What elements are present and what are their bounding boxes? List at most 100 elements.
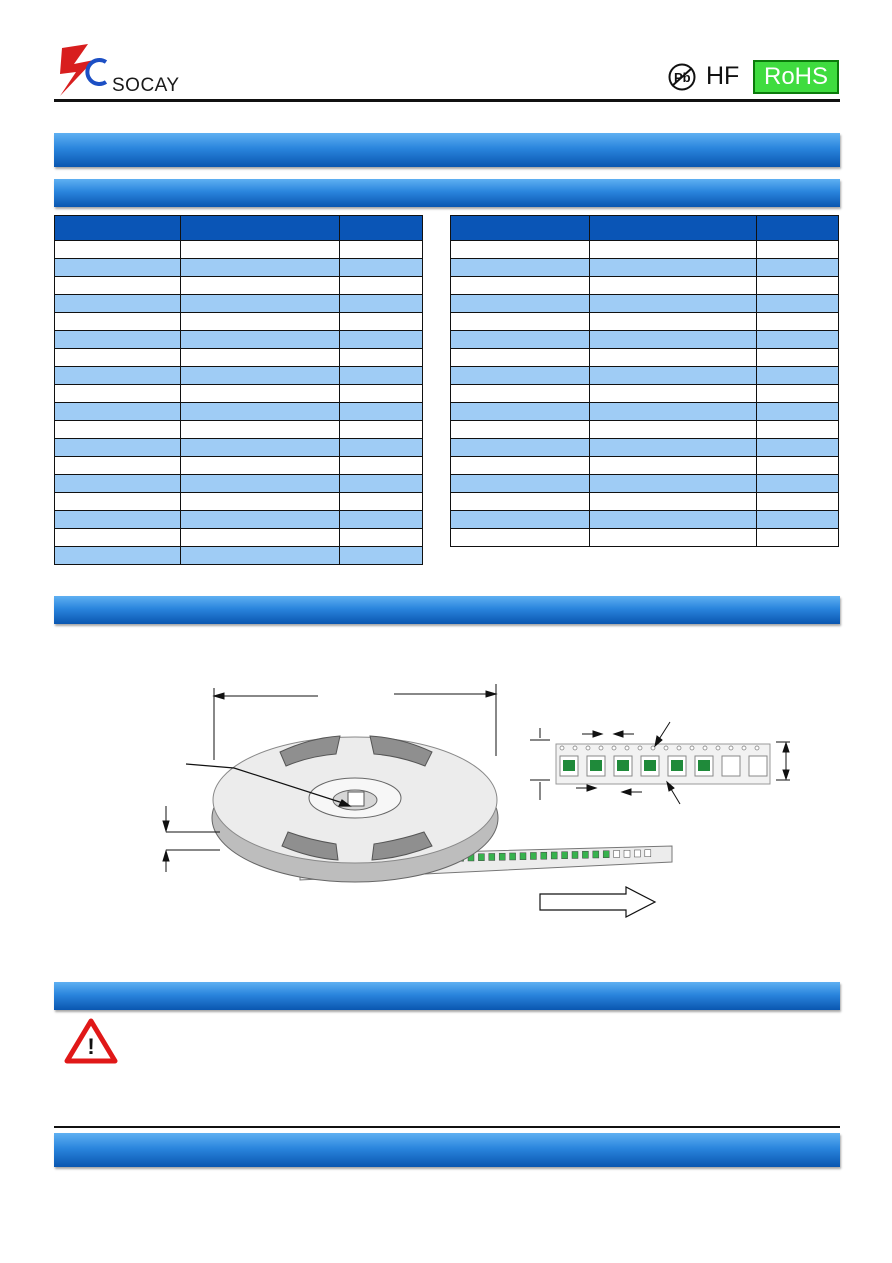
sprocket-hole [611, 745, 617, 751]
table-row [450, 258, 839, 277]
table-cell [450, 528, 590, 547]
table-cell [54, 402, 181, 421]
tape-pocket [644, 849, 652, 857]
table-cell [450, 492, 590, 511]
table-cell [589, 294, 757, 313]
table-row [54, 456, 423, 475]
title-bar [54, 133, 840, 167]
table-cell [450, 240, 590, 259]
table-cell [589, 456, 757, 475]
table-row [450, 276, 839, 295]
table-cell [54, 528, 181, 547]
sprocket-hole [715, 745, 721, 751]
table-cell [756, 384, 839, 403]
table-row [450, 366, 839, 385]
table-cell [339, 312, 423, 331]
table-cell [180, 240, 340, 259]
reel [211, 735, 499, 883]
table-row [450, 240, 839, 259]
table-section-bar [54, 179, 840, 207]
component-chip [698, 760, 710, 771]
table-cell [589, 312, 757, 331]
sprocket-hole [676, 745, 682, 751]
carrier-pocket [721, 755, 741, 777]
feed-direction-arrow [539, 886, 657, 918]
table-row [54, 384, 423, 403]
table-cell [589, 258, 757, 277]
table-cell [180, 420, 340, 439]
table-cell [180, 438, 340, 457]
warning-icon: ! [64, 1018, 118, 1064]
table-cell [180, 312, 340, 331]
tape-pocket [530, 852, 537, 860]
table-row [450, 456, 839, 475]
svg-text:!: ! [87, 1034, 94, 1059]
table-cell [589, 474, 757, 493]
table-row [54, 474, 423, 493]
left-table-header-cell [54, 215, 181, 241]
table-cell [339, 510, 423, 529]
tape-pocket [550, 851, 558, 860]
table-cell [756, 402, 839, 421]
table-cell [589, 528, 757, 547]
table-cell [180, 366, 340, 385]
table-cell [450, 294, 590, 313]
tape-pocket [623, 849, 631, 858]
footer-bar [54, 1133, 840, 1167]
reel-diameter-dimension [212, 684, 498, 760]
table-cell [180, 294, 340, 313]
table-cell [450, 330, 590, 349]
table-cell [54, 546, 181, 565]
tape-pocket [602, 850, 610, 858]
table-cell [450, 510, 590, 529]
sprocket-hole [572, 745, 578, 751]
table-cell [589, 438, 757, 457]
left-spec-table [54, 215, 423, 565]
table-cell [339, 546, 423, 565]
table-cell [339, 240, 423, 259]
table-cell [756, 492, 839, 511]
tape-pocket [592, 850, 600, 859]
table-row [54, 330, 423, 349]
tape-pocket [561, 851, 568, 859]
table-cell [339, 420, 423, 439]
tape-pocket [509, 852, 516, 861]
table-cell [450, 348, 590, 367]
tape-pocket [634, 849, 641, 858]
table-cell [180, 402, 340, 421]
table-row [54, 402, 423, 421]
table-cell [339, 528, 423, 547]
table-row [54, 420, 423, 439]
table-cell [339, 366, 423, 385]
table-cell [54, 276, 181, 295]
table-cell [589, 240, 757, 259]
table-cell [339, 492, 423, 511]
tape-pocket [540, 851, 548, 860]
table-cell [180, 510, 340, 529]
table-row [54, 258, 423, 277]
table-row [54, 546, 423, 565]
table-cell [180, 528, 340, 547]
table-row [450, 294, 839, 313]
table-row [54, 312, 423, 331]
table-row [54, 366, 423, 385]
header-rule [54, 99, 840, 102]
table-cell [756, 474, 839, 493]
table-cell [756, 348, 839, 367]
table-cell [450, 456, 590, 475]
table-cell [180, 258, 340, 277]
sprocket-hole [728, 745, 734, 751]
table-cell [54, 330, 181, 349]
right-table-header-row [450, 215, 839, 241]
table-row [450, 528, 839, 547]
table-cell [756, 330, 839, 349]
table-cell [180, 384, 340, 403]
table-row [54, 438, 423, 457]
table-cell [450, 384, 590, 403]
table-cell [180, 330, 340, 349]
table-row [450, 510, 839, 529]
table-cell [54, 420, 181, 439]
table-cell [180, 492, 340, 511]
table-cell [589, 420, 757, 439]
sprocket-hole [559, 745, 565, 751]
